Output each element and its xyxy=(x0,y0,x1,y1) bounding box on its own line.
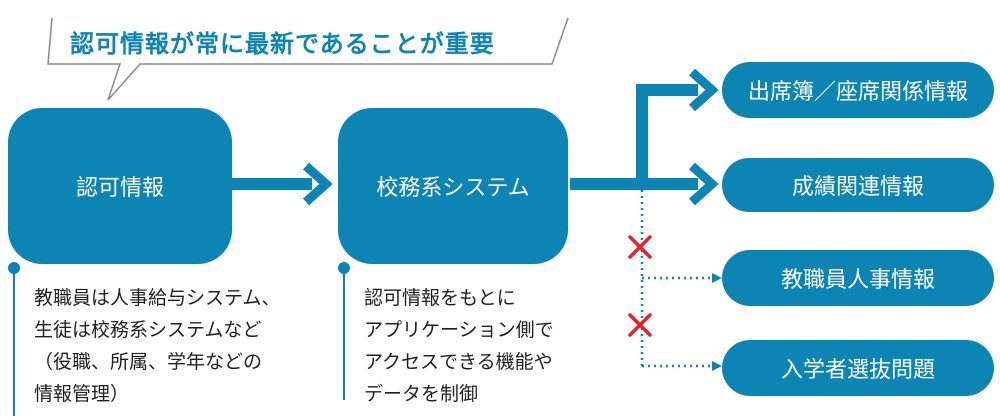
auth-info-node: 認可情報 xyxy=(8,108,232,264)
target-grades: 成績関連情報 xyxy=(722,158,994,212)
target-staff-hr: 教職員人事情報 xyxy=(722,250,994,306)
arrow-auth-to-system xyxy=(232,162,333,206)
deny-icon xyxy=(628,313,652,337)
deny-icon xyxy=(628,235,652,259)
arrow-to-attendance xyxy=(636,68,719,112)
school-system-node: 校務系システム xyxy=(338,108,568,264)
arrowhead-to-exam xyxy=(712,361,722,371)
arrowhead-to-staff xyxy=(712,273,722,283)
target-entrance-exam: 入学者選抜問題 xyxy=(722,340,994,396)
arrow-to-grades xyxy=(642,162,719,206)
target-attendance: 出席簿／座席関係情報 xyxy=(722,62,994,118)
callout-outline-left xyxy=(47,17,569,101)
auth-description: 教職員は人事給与システム、 生徒は校務系システムなど （役職、所属、学年などの … xyxy=(34,287,281,405)
desc-dot-auth xyxy=(8,262,20,274)
system-description: 認可情報をもとに アプリケーション側で アクセスできる機能や データを制御 xyxy=(364,287,554,405)
line-system-to-split xyxy=(570,178,642,190)
desc-bar-auth xyxy=(13,270,15,416)
denied-branch-lines xyxy=(640,190,712,368)
desc-dot-system xyxy=(338,262,350,274)
callout-text: 認可情報が常に最新であることが重要 xyxy=(70,30,495,58)
line-split-vertical xyxy=(636,84,648,190)
desc-bar-system xyxy=(343,270,345,400)
